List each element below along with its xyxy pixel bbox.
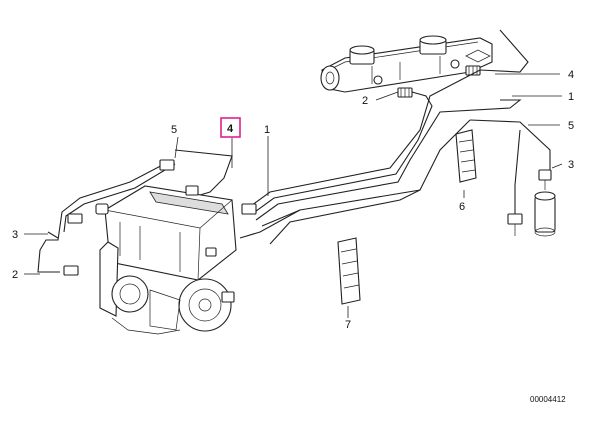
callout-3-right: 3 bbox=[568, 159, 574, 171]
callout-labels: 4 1 5 3 2 6 7 5 4 1 3 2 bbox=[12, 69, 574, 331]
callout-6: 6 bbox=[459, 201, 465, 213]
fitting-right-bottom bbox=[507, 213, 523, 236]
fitting-abs-left-upper bbox=[67, 213, 83, 224]
fitting-abs-top bbox=[159, 159, 257, 215]
bracket-clip-7 bbox=[337, 237, 361, 305]
master-cylinder bbox=[320, 35, 493, 93]
fitting-master-lower bbox=[397, 87, 413, 98]
callout-5-left: 5 bbox=[171, 124, 177, 136]
leader-lines bbox=[24, 73, 563, 318]
callout-4-top-right: 4 bbox=[568, 69, 574, 81]
brake-line-bundle bbox=[239, 29, 551, 245]
callout-4-highlight-box bbox=[220, 117, 241, 138]
fitting-master-upper bbox=[465, 65, 481, 76]
fitting-right-3 bbox=[538, 169, 552, 190]
callout-3-left: 3 bbox=[12, 229, 18, 241]
callout-7: 7 bbox=[345, 319, 351, 331]
bracket-clip-6 bbox=[455, 129, 477, 183]
callout-5-right: 5 bbox=[568, 120, 574, 132]
abs-hydraulic-unit bbox=[95, 185, 237, 335]
callout-1-center: 1 bbox=[264, 124, 270, 136]
callout-4-highlight: 4 bbox=[227, 123, 234, 135]
reference-number: 00004412 bbox=[530, 395, 566, 404]
left-brake-lines bbox=[37, 149, 233, 273]
fitting-abs-left-lower bbox=[63, 265, 79, 276]
callout-2-left: 2 bbox=[12, 269, 18, 281]
wheel-cylinder-right bbox=[534, 191, 556, 237]
callout-2-master: 2 bbox=[362, 95, 368, 107]
callout-1-right: 1 bbox=[568, 91, 574, 103]
